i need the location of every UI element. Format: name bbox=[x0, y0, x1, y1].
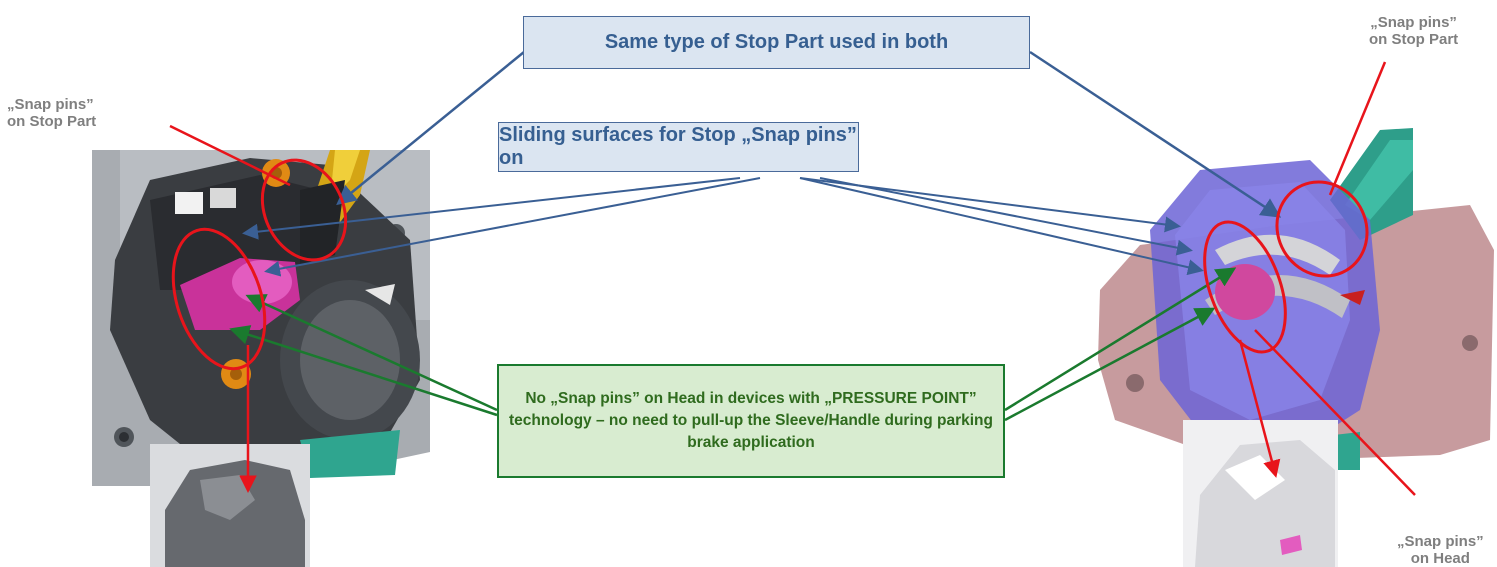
label-right-top-snap-pins: „Snap pins” on Stop Part bbox=[1369, 14, 1458, 48]
red-line-right-bottom-label bbox=[1254, 329, 1416, 496]
red-arrow-right-down bbox=[1238, 339, 1281, 478]
label-right-bottom-snap-pins-line1: „Snap pins” bbox=[1397, 533, 1484, 550]
label-right-top-snap-pins-line1: „Snap pins” bbox=[1370, 14, 1457, 31]
red-ellipse-left-top bbox=[260, 158, 348, 262]
blue-arrow-same-type-left bbox=[336, 51, 525, 206]
red-ellipse-right-top bbox=[1275, 180, 1369, 278]
green-arrow-right-2 bbox=[1004, 307, 1216, 422]
label-left-snap-pins: „Snap pins” on Stop Part bbox=[7, 96, 96, 130]
blue-arrow-sliding-right-3 bbox=[819, 177, 1193, 256]
callout-sliding-surfaces-text: Sliding surfaces for Stop „Snap pins” on bbox=[499, 124, 857, 169]
blue-arrow-sliding-right-2 bbox=[799, 177, 1204, 276]
green-arrow-left-1 bbox=[245, 294, 498, 412]
blue-arrow-sliding-left-2 bbox=[264, 177, 761, 277]
green-arrow-right-1 bbox=[1004, 267, 1237, 412]
green-arrow-left-2 bbox=[229, 325, 498, 417]
blue-arrow-sliding-left-1 bbox=[242, 177, 741, 240]
label-right-top-snap-pins-line2: on Stop Part bbox=[1369, 31, 1459, 48]
red-ellipse-right-main bbox=[1203, 220, 1287, 354]
red-ellipse-left-main bbox=[171, 227, 267, 371]
blue-arrow-same-type-right bbox=[1029, 50, 1282, 218]
red-line-left-label bbox=[169, 124, 291, 187]
callout-same-type-box: Same type of Stop Part used in both bbox=[523, 16, 1030, 69]
callout-no-snap-pins-text: No „Snap pins” on Head in devices with „… bbox=[509, 390, 993, 451]
label-right-bottom-snap-pins-line2: on Head bbox=[1410, 550, 1470, 567]
callout-sliding-surfaces-box: Sliding surfaces for Stop „Snap pins” on bbox=[498, 122, 859, 172]
red-line-right-top-label bbox=[1328, 61, 1387, 196]
label-left-snap-pins-line1: „Snap pins” bbox=[7, 96, 94, 113]
label-right-bottom-snap-pins: „Snap pins” on Head bbox=[1397, 533, 1484, 567]
callout-same-type-text: Same type of Stop Part used in both bbox=[604, 31, 949, 53]
callout-no-snap-pins-box: No „Snap pins” on Head in devices with „… bbox=[497, 364, 1005, 478]
label-left-snap-pins-line2: on Stop Part bbox=[7, 113, 97, 130]
